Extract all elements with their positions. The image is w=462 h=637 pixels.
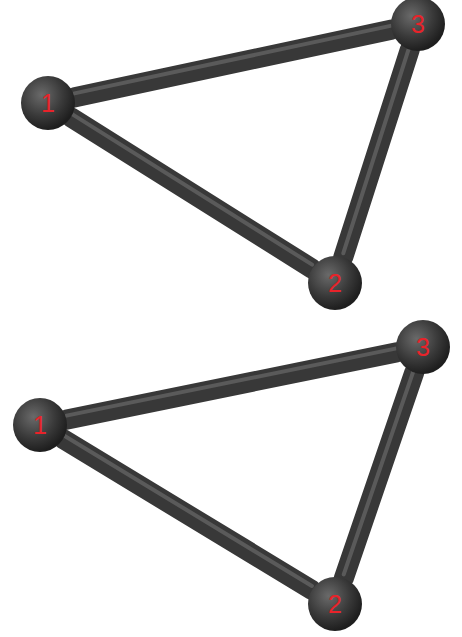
bond-rod [63,439,312,590]
rod-highlight [344,369,415,575]
atom-number: 3 [416,335,430,360]
atom-number: 1 [41,91,55,116]
atom-number: 2 [328,592,342,617]
rod-highlight [343,46,410,254]
atom-ball: 1 [12,397,68,453]
atom-ball: 2 [307,576,363,632]
bond-rod [71,117,312,268]
rod-highlight [74,26,391,94]
rod-highlight [66,348,396,415]
atom-number: 3 [411,12,425,37]
atom-ball: 3 [395,319,451,375]
rod-highlight [71,113,312,264]
atom-ball: 1 [20,75,76,131]
atom-number: 1 [33,413,47,438]
bond-rod [66,352,396,419]
bond-rod [74,30,391,98]
atom-ball: 2 [307,255,363,311]
rod-highlight [63,435,312,586]
atom-number: 2 [328,271,342,296]
atom-ball: 3 [390,0,446,52]
